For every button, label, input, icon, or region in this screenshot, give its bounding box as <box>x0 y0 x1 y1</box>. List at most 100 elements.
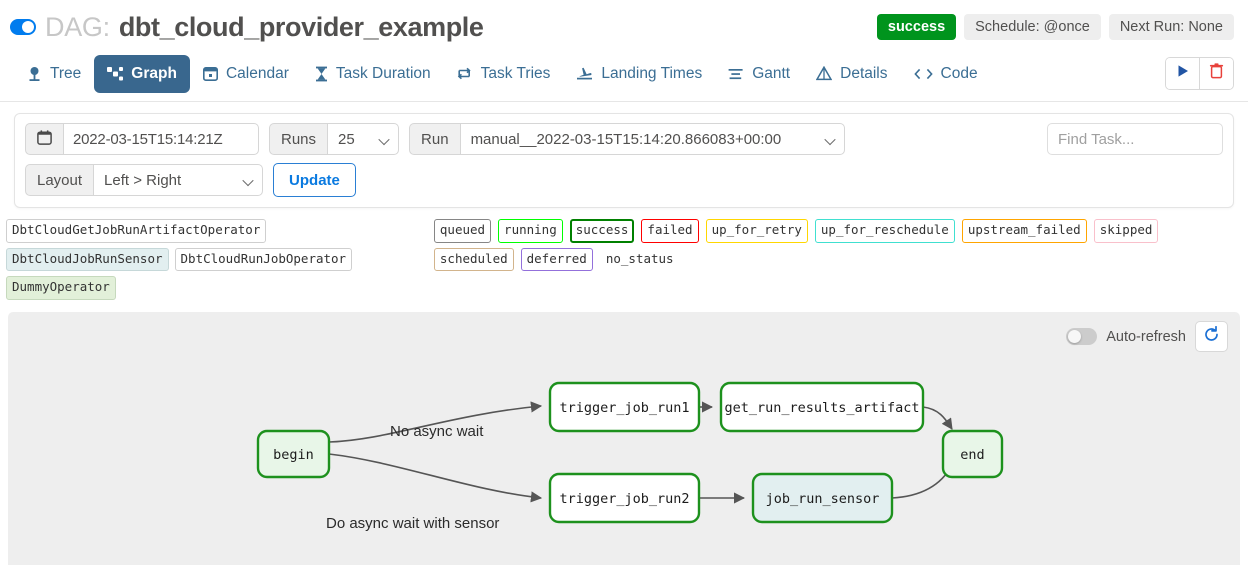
operator-pill[interactable]: DbtCloudGetJobRunArtifactOperator <box>6 219 267 243</box>
node-end[interactable]: end <box>941 429 1004 479</box>
filter-panel: 2022-03-15T15:14:21Z Runs 25 Run manual_… <box>14 113 1234 208</box>
edge-label-do-async-wait: Do async wait with sensor <box>326 515 499 532</box>
node-begin[interactable]: begin <box>256 429 331 479</box>
state-pill-upstream-failed[interactable]: upstream_failed <box>961 219 1087 243</box>
repeat-icon <box>457 66 473 81</box>
base-date-group: 2022-03-15T15:14:21Z <box>25 123 259 155</box>
tab-landing-times[interactable]: Landing Times <box>563 55 715 93</box>
refresh-button[interactable] <box>1195 321 1228 352</box>
update-button[interactable]: Update <box>273 163 356 197</box>
tab-calendar[interactable]: Calendar <box>190 55 302 93</box>
tab-code-label: Code <box>940 64 978 82</box>
node-trigger-job-run1-label: trigger_job_run1 <box>559 400 689 416</box>
tab-gantt[interactable]: Gantt <box>715 55 803 93</box>
next-run-badge[interactable]: Next Run: None <box>1108 13 1234 41</box>
state-pill-queued[interactable]: queued <box>433 219 492 243</box>
view-tabbar: Tree Graph Calendar Task Duration Task T <box>0 46 1248 102</box>
layout-group: Layout Left > Right <box>25 164 264 196</box>
edge-begin-trigger2[interactable] <box>328 453 543 503</box>
dag-pause-toggle[interactable] <box>10 19 36 35</box>
trigger-dag-button[interactable] <box>1166 58 1199 89</box>
node-job-run-sensor[interactable]: job_run_sensor <box>751 472 894 524</box>
layout-label: Layout <box>25 164 94 196</box>
operator-pill[interactable]: DummyOperator <box>6 276 116 300</box>
page-title: dbt_cloud_provider_example <box>118 11 484 42</box>
schedule-badge[interactable]: Schedule: @once <box>964 13 1101 41</box>
trash-icon <box>1209 63 1224 84</box>
dag-graph-svg[interactable]: No async wait Do async wait with sensor … <box>8 312 1240 565</box>
tab-details[interactable]: Details <box>803 55 900 93</box>
refresh-icon <box>1203 325 1220 348</box>
tree-icon <box>27 66 42 82</box>
landing-icon <box>576 66 593 81</box>
auto-refresh-toggle[interactable] <box>1066 328 1098 345</box>
state-legend: queued running success failed up_for_ret… <box>433 219 1238 300</box>
node-trigger-job-run2[interactable]: trigger_job_run2 <box>548 472 701 524</box>
edge-label-no-async-wait: No async wait <box>390 423 484 440</box>
hourglass-icon <box>315 66 328 82</box>
tab-landing-times-label: Landing Times <box>601 64 703 82</box>
run-select[interactable]: manual__2022-03-15T15:14:20.866083+00:00 <box>459 123 845 155</box>
tab-task-tries-label: Task Tries <box>480 64 551 82</box>
toggle-knob <box>22 21 34 33</box>
graph-nodes: begin trigger_job_run1 get_run_results_a… <box>256 381 1004 524</box>
node-get-run-results-artifact[interactable]: get_run_results_artifact <box>719 381 925 433</box>
node-begin-label: begin <box>273 447 314 463</box>
calendar-picker-button[interactable] <box>25 123 63 155</box>
node-trigger-job-run2-label: trigger_job_run2 <box>559 491 689 507</box>
state-pill-failed[interactable]: failed <box>641 219 699 243</box>
delete-dag-button[interactable] <box>1199 58 1233 89</box>
auto-refresh-label: Auto-refresh <box>1106 328 1186 345</box>
run-label: Run <box>409 123 460 155</box>
tab-task-duration-label: Task Duration <box>335 64 431 82</box>
triangle-alert-icon <box>816 66 833 81</box>
node-trigger-job-run1[interactable]: trigger_job_run1 <box>548 381 701 433</box>
tab-gantt-label: Gantt <box>752 64 791 82</box>
graph-canvas[interactable]: Auto-refresh <box>8 312 1240 565</box>
node-job-run-sensor-label: job_run_sensor <box>766 491 880 507</box>
state-pill-up-for-retry[interactable]: up_for_retry <box>705 219 808 243</box>
operator-pill[interactable]: DbtCloudRunJobOperator <box>174 247 353 271</box>
base-date-input[interactable]: 2022-03-15T15:14:21Z <box>63 123 259 155</box>
tab-details-label: Details <box>840 64 888 82</box>
num-runs-select[interactable]: 25 <box>327 123 400 155</box>
tab-calendar-label: Calendar <box>225 64 289 82</box>
graph-icon <box>107 66 124 82</box>
tab-code[interactable]: Code <box>901 55 991 93</box>
run-group: Run manual__2022-03-15T15:14:20.866083+0… <box>409 123 845 155</box>
calendar-icon <box>37 129 52 149</box>
find-task-input[interactable]: Find Task... <box>1047 123 1223 155</box>
page-header: DAG: dbt_cloud_provider_example success … <box>0 0 1248 46</box>
edge-artifact-end[interactable] <box>922 406 953 430</box>
layout-select[interactable]: Left > Right <box>93 164 264 196</box>
dag-prefix-label: DAG: <box>45 11 110 42</box>
state-pill-skipped[interactable]: skipped <box>1093 219 1159 243</box>
graph-edge-labels: No async wait Do async wait with sensor <box>326 423 499 532</box>
status-badge[interactable]: success <box>876 13 957 41</box>
code-brackets-icon <box>913 67 933 81</box>
tab-graph-label: Graph <box>131 64 177 82</box>
tab-tree[interactable]: Tree <box>14 55 94 93</box>
state-pill-up-for-reschedule[interactable]: up_for_reschedule <box>814 219 955 243</box>
state-pill-success[interactable]: success <box>569 219 635 243</box>
graph-toolbar: Auto-refresh <box>1066 321 1228 352</box>
calendar-icon <box>202 66 218 81</box>
state-pill-deferred[interactable]: deferred <box>520 247 593 271</box>
tab-task-duration[interactable]: Task Duration <box>302 55 444 93</box>
num-runs-group: Runs 25 <box>269 123 400 155</box>
tab-graph[interactable]: Graph <box>94 54 190 93</box>
tab-tree-label: Tree <box>50 64 82 82</box>
tab-task-tries[interactable]: Task Tries <box>444 55 564 93</box>
state-pill-running[interactable]: running <box>498 219 563 243</box>
state-pill-no-status[interactable]: no_status <box>605 250 674 266</box>
header-badges: success Schedule: @once Next Run: None <box>876 13 1234 41</box>
play-icon <box>1176 64 1190 83</box>
state-pill-scheduled[interactable]: scheduled <box>433 247 514 271</box>
dag-actions <box>1165 57 1234 90</box>
node-get-run-results-artifact-label: get_run_results_artifact <box>724 400 919 416</box>
filter-row-bottom: Layout Left > Right Update <box>25 163 1223 197</box>
filter-row-top: 2022-03-15T15:14:21Z Runs 25 Run manual_… <box>25 123 1223 155</box>
operator-pill[interactable]: DbtCloudJobRunSensor <box>6 247 169 271</box>
edge-begin-trigger1[interactable] <box>328 401 543 443</box>
